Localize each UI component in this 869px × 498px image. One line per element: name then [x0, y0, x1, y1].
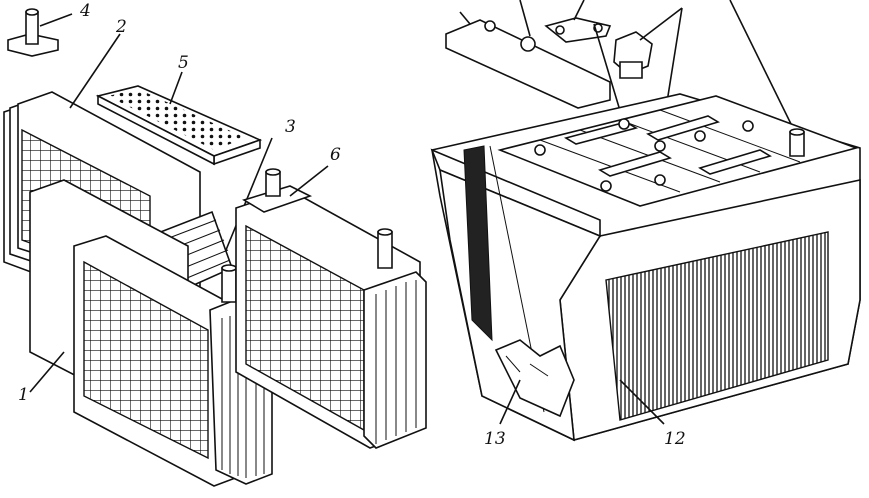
label-5: 5: [178, 53, 189, 73]
terminal-bolt-part-4: [7, 8, 73, 57]
label-2: 2: [115, 17, 127, 37]
label-13: 13: [484, 429, 506, 449]
positive-plate-grid: [73, 235, 273, 487]
label-3: 3: [285, 117, 296, 137]
label-6: 6: [330, 145, 341, 165]
label-1: 1: [18, 385, 29, 405]
separator-part-5: [95, 71, 263, 166]
plate-block-part-6: [235, 165, 427, 449]
label-12: 12: [664, 429, 686, 449]
top-connectors: [445, 0, 793, 147]
battery-case: [430, 93, 861, 442]
label-4: 4: [79, 1, 91, 21]
